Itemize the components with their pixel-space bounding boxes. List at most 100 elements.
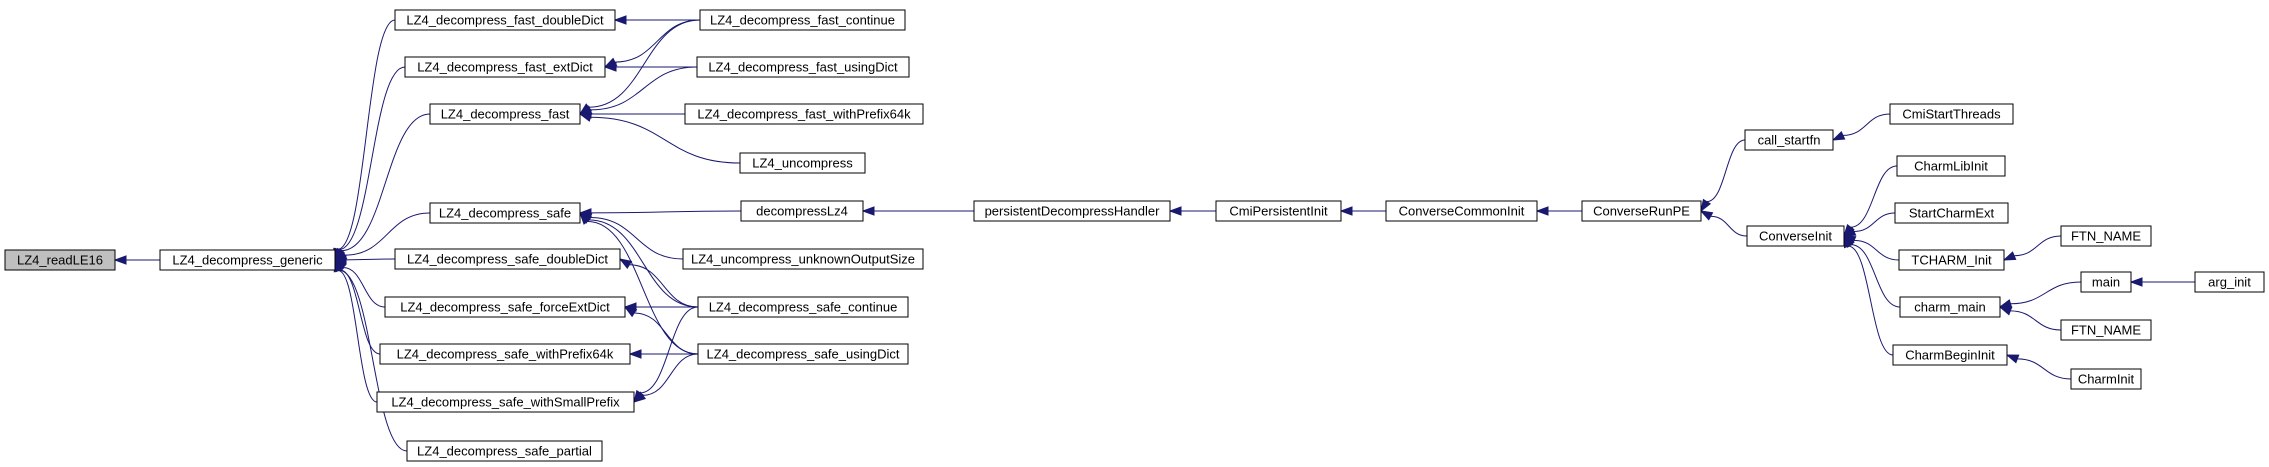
edge-ConverseCommonInit-to-CmiPersistentInit [1339, 206, 1387, 216]
arrowhead [579, 211, 591, 225]
edge-line [1710, 215, 1748, 237]
node-label: LZ4_decompress_fast_doubleDict [406, 13, 604, 28]
node-label: charm_main [1914, 300, 1986, 315]
edge-CmiPersistentInit-to-persistentDecompressHandler [1168, 206, 1217, 216]
node-label: LZ4_decompress_safe_forceExtDict [400, 300, 610, 315]
arrowhead [623, 306, 638, 318]
node-persistentDecompressHandler[interactable]: persistentDecompressHandler [973, 200, 1171, 222]
node-box [2080, 271, 2132, 293]
node-CmiPersistentInit[interactable]: CmiPersistentInit [1215, 200, 1342, 222]
edge-line [1854, 239, 1900, 261]
node-StartCharmExt[interactable]: StartCharmExt [1894, 202, 2009, 224]
arrowhead [603, 62, 617, 72]
node-label: LZ4_decompress_safe_withPrefix64k [397, 347, 614, 362]
node-fast_withPrefix64k[interactable]: LZ4_decompress_fast_withPrefix64k [684, 103, 924, 125]
edge-call_startfn-to-ConverseRunPE [1700, 139, 1746, 213]
node-fast[interactable]: LZ4_decompress_fast [429, 103, 581, 125]
node-box [1385, 200, 1538, 222]
node-box [1896, 155, 2006, 177]
edge-StartCharmExt-to-ConverseInit [1842, 212, 1896, 237]
node-safe_forceExtDict[interactable]: LZ4_decompress_safe_forceExtDict [384, 296, 626, 318]
edge-safe_doubleDict-to-generic [333, 255, 396, 265]
edge-line [1843, 113, 1891, 136]
node-safe_partial[interactable]: LZ4_decompress_safe_partial [406, 440, 603, 462]
edge-line [1850, 244, 1901, 308]
node-box [697, 296, 909, 318]
call-edges [113, 15, 2196, 452]
arrowhead [628, 349, 642, 359]
arrowhead [1168, 206, 1182, 216]
node-CharmLibInit[interactable]: CharmLibInit [1896, 155, 2006, 177]
edge-line [629, 264, 699, 308]
edge-line [2014, 235, 2062, 257]
node-label: CharmInit [2078, 372, 2135, 387]
node-box [1215, 200, 1342, 222]
node-uncompress[interactable]: LZ4_uncompress [739, 152, 866, 174]
node-fast_doubleDict[interactable]: LZ4_decompress_fast_doubleDict [394, 9, 616, 31]
node-fast_continue[interactable]: LZ4_decompress_fast_continue [699, 9, 906, 31]
edge-line [1706, 139, 1746, 203]
edge-line [345, 258, 396, 261]
edge-fast_extDict-to-generic [334, 66, 406, 262]
edge-line [640, 306, 699, 394]
node-safe_withSmallPrefix[interactable]: LZ4_decompress_safe_withSmallPrefix [376, 391, 635, 413]
edge-persistentDecompressHandler-to-decompressLz4 [861, 206, 975, 216]
node-label: FTN_NAME [2071, 323, 2141, 338]
node-box [406, 440, 603, 462]
node-ConverseCommonInit[interactable]: ConverseCommonInit [1385, 200, 1538, 222]
node-safe_doubleDict[interactable]: LZ4_decompress_safe_doubleDict [394, 248, 621, 270]
node-charm_main[interactable]: charm_main [1899, 296, 2001, 318]
node-fast_usingDict[interactable]: LZ4_decompress_fast_usingDict [696, 56, 910, 78]
edge-line [342, 267, 386, 308]
node-label: LZ4_readLE16 [17, 253, 103, 268]
edge-safe_usingDict-to-safe [579, 211, 699, 355]
node-fast_extDict[interactable]: LZ4_decompress_fast_extDict [404, 56, 606, 78]
arrowhead [113, 255, 127, 265]
edge-CharmBeginInit-to-ConverseInit [1843, 234, 1894, 356]
edge-line [344, 212, 431, 256]
edge-line [340, 113, 431, 252]
node-label: CharmBeginInit [1905, 348, 1995, 363]
node-label: decompressLz4 [756, 204, 848, 219]
node-ConverseRunPE[interactable]: ConverseRunPE [1581, 200, 1702, 222]
edge-fast_continue-to-fast_extDict [603, 19, 701, 68]
arrowhead [1998, 299, 2013, 309]
node-generic[interactable]: LZ4_decompress_generic [159, 249, 336, 271]
edge-line [2010, 310, 2062, 331]
node-label: LZ4_decompress_safe_partial [417, 444, 592, 459]
node-readLE16[interactable]: LZ4_readLE16 [4, 249, 116, 271]
edge-line [590, 216, 684, 260]
node-main[interactable]: main [2080, 271, 2132, 293]
node-FTN_NAME_1[interactable]: FTN_NAME [2060, 225, 2152, 247]
edge-line [1854, 212, 1896, 232]
node-box [1898, 249, 2005, 271]
node-label: LZ4_decompress_generic [172, 253, 323, 268]
node-arg_init[interactable]: arg_init [2194, 271, 2265, 293]
node-safe_usingDict[interactable]: LZ4_decompress_safe_usingDict [697, 343, 909, 365]
edge-FTN_NAME_2-to-charm_main [1998, 306, 2062, 331]
node-label: persistentDecompressHandler [985, 204, 1161, 219]
node-call_startfn[interactable]: call_startfn [1744, 129, 1834, 151]
node-CharmBeginInit[interactable]: CharmBeginInit [1892, 344, 2008, 366]
node-label: LZ4_decompress_fast_usingDict [708, 60, 898, 75]
node-TCHARM_Init[interactable]: TCHARM_Init [1898, 249, 2005, 271]
node-uncompress_unknown[interactable]: LZ4_uncompress_unknownOutputSize [682, 248, 924, 270]
node-safe[interactable]: LZ4_decompress_safe [429, 202, 581, 224]
node-safe_continue[interactable]: LZ4_decompress_safe_continue [697, 296, 909, 318]
node-label: LZ4_decompress_safe_withSmallPrefix [391, 395, 620, 410]
edge-uncompress-to-fast [578, 112, 741, 164]
node-label: LZ4_decompress_safe [439, 206, 571, 221]
node-ConverseInit[interactable]: ConverseInit [1746, 225, 1845, 247]
node-FTN_NAME_2[interactable]: FTN_NAME [2060, 319, 2152, 341]
node-label: TCHARM_Init [1911, 253, 1992, 268]
node-box [2070, 368, 2142, 390]
edge-fast_withPrefix64k-to-fast [578, 109, 685, 119]
node-decompressLz4[interactable]: decompressLz4 [740, 200, 864, 222]
edge-line [587, 220, 699, 355]
node-CharmInit[interactable]: CharmInit [2070, 368, 2142, 390]
node-box [740, 200, 864, 222]
node-safe_withPrefix64k[interactable]: LZ4_decompress_safe_withPrefix64k [379, 343, 631, 365]
node-CmiStartThreads[interactable]: CmiStartThreads [1889, 103, 2014, 125]
